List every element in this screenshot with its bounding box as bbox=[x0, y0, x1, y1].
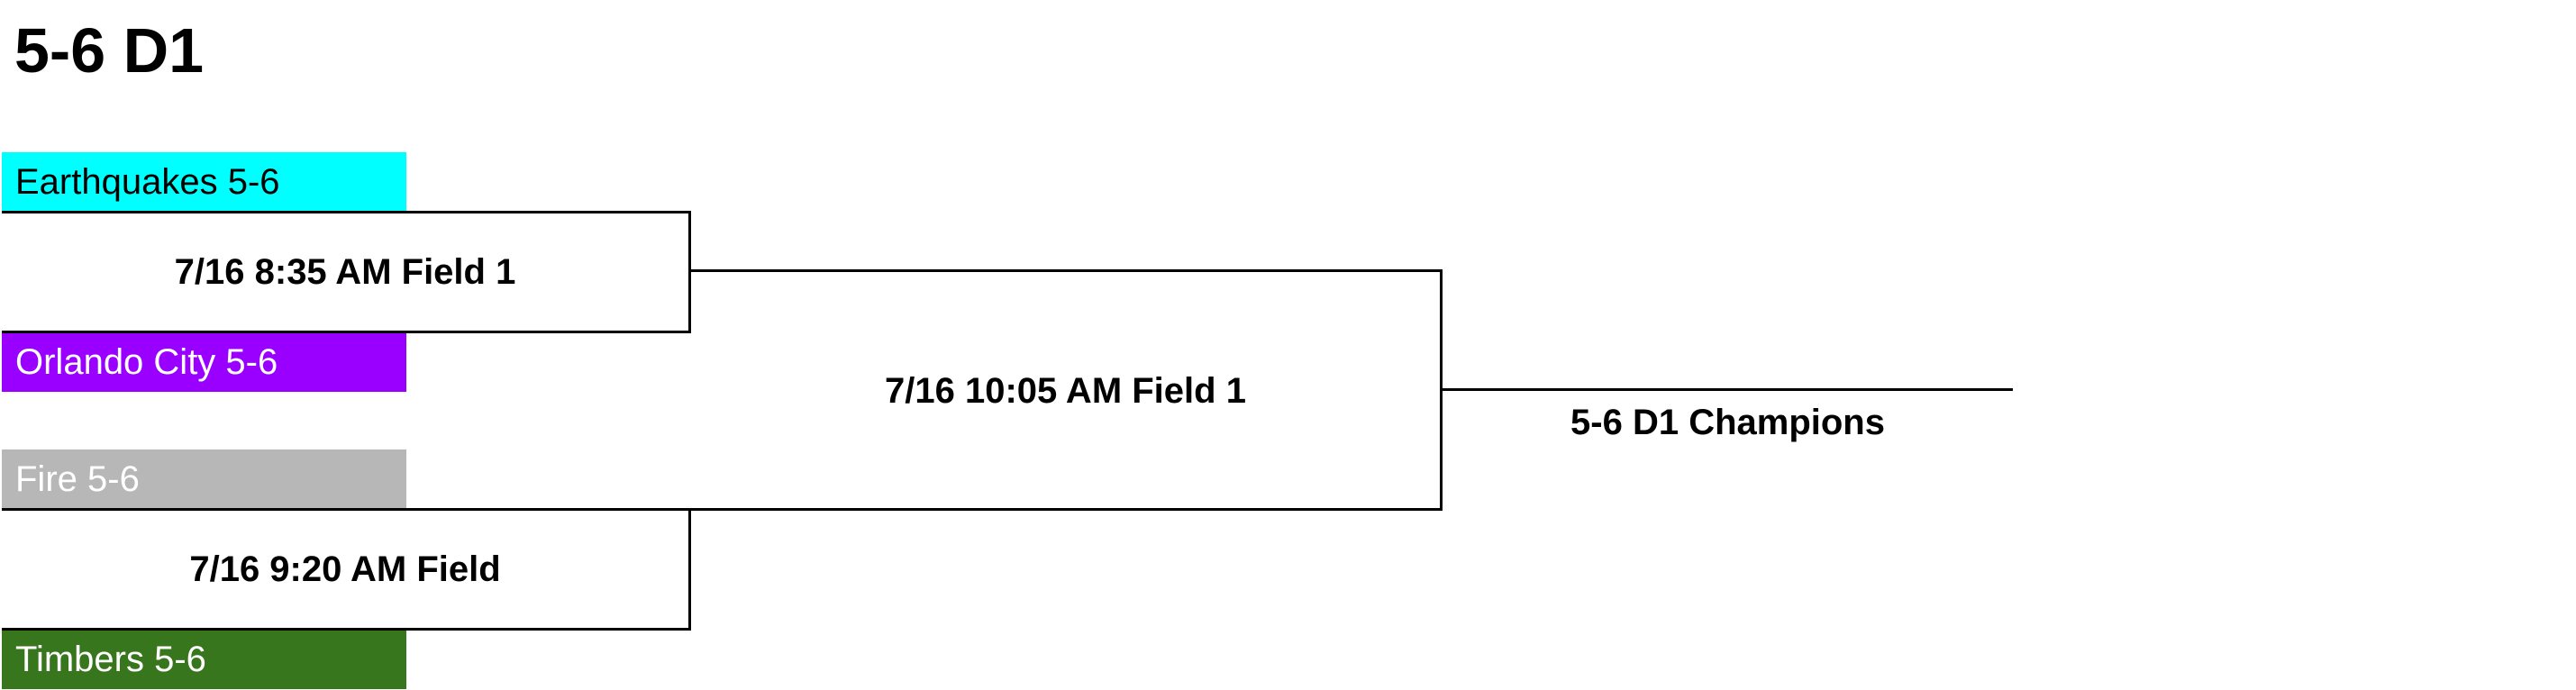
match-label-final: 7/16 10:05 AM Field 1 bbox=[885, 371, 1246, 411]
match-label-round1-bottom: 7/16 9:20 AM Field bbox=[189, 549, 501, 589]
champion-label: 5-6 D1 Champions bbox=[1570, 403, 1885, 442]
bracket-line bbox=[2, 628, 691, 631]
bracket-line bbox=[688, 269, 1443, 272]
team-slot: Earthquakes 5-6 bbox=[2, 152, 406, 212]
bracket-line bbox=[2, 508, 691, 511]
bracket-line bbox=[688, 508, 691, 631]
bracket-line bbox=[688, 211, 691, 333]
team-slot: Timbers 5-6 bbox=[2, 630, 406, 689]
team-slot: Fire 5-6 bbox=[2, 449, 406, 509]
bracket-line bbox=[2, 211, 691, 213]
team-slot: Orlando City 5-6 bbox=[2, 332, 406, 392]
bracket-title: 5-6 D1 bbox=[14, 15, 205, 86]
champion-line bbox=[1440, 388, 2013, 391]
bracket-line bbox=[2, 331, 691, 333]
bracket-line bbox=[688, 508, 1443, 511]
match-label-round1-top: 7/16 8:35 AM Field 1 bbox=[174, 252, 516, 292]
